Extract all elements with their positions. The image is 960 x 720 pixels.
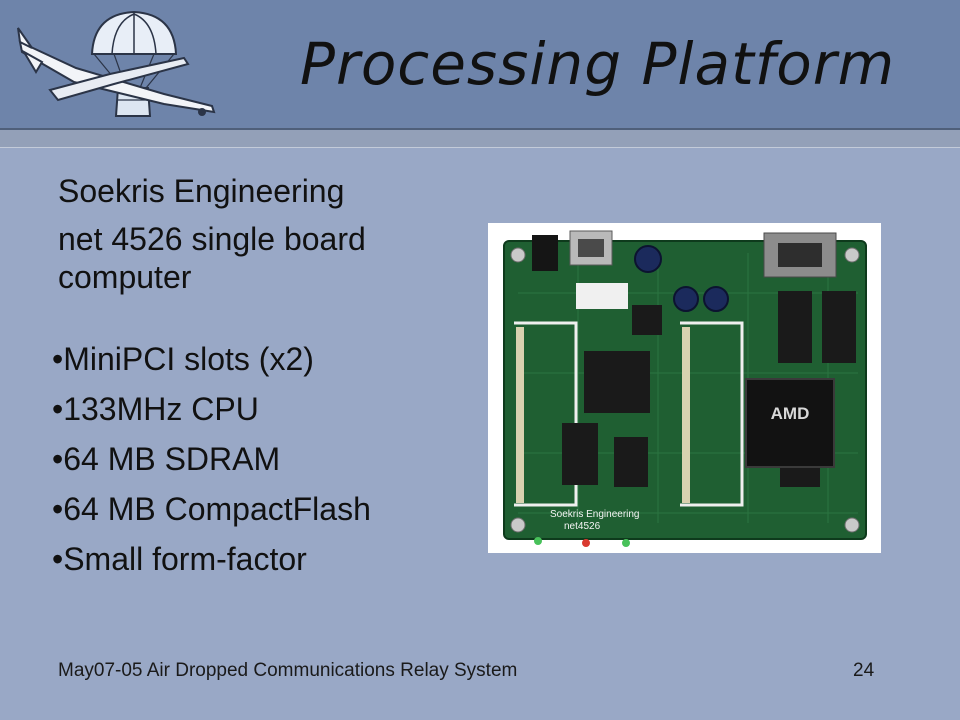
feature-item: 64 MB SDRAM — [52, 440, 371, 490]
board-silkscreen-brand: Soekris Engineering — [550, 509, 640, 520]
page-number: 24 — [853, 660, 875, 681]
circuit-board-photo: AMD Soekris Engineering net4526 — [488, 223, 881, 553]
board-silkscreen-model: net4526 — [564, 521, 601, 532]
board-description: Soekris Engineering net 4526 single boar… — [58, 172, 458, 296]
feature-list: MiniPCI slots (x2) 133MHz CPU 64 MB SDRA… — [52, 340, 371, 590]
feature-item: MiniPCI slots (x2) — [52, 340, 371, 390]
feature-item: Small form-factor — [52, 540, 371, 590]
footer-text: May07-05 Air Dropped Communications Rela… — [58, 660, 518, 681]
feature-item: 133MHz CPU — [52, 390, 371, 440]
slide-title: Processing Platform — [300, 30, 896, 98]
feature-item: 64 MB CompactFlash — [52, 490, 371, 540]
header-divider — [0, 128, 960, 148]
board-model: net 4526 single board computer — [58, 221, 366, 295]
company-name: Soekris Engineering — [58, 173, 345, 209]
cpu-brand-label: AMD — [771, 404, 810, 423]
circuit-board-illustration: AMD Soekris Engineering net4526 — [503, 230, 867, 547]
drone-parachute-logo-icon — [17, 10, 216, 117]
